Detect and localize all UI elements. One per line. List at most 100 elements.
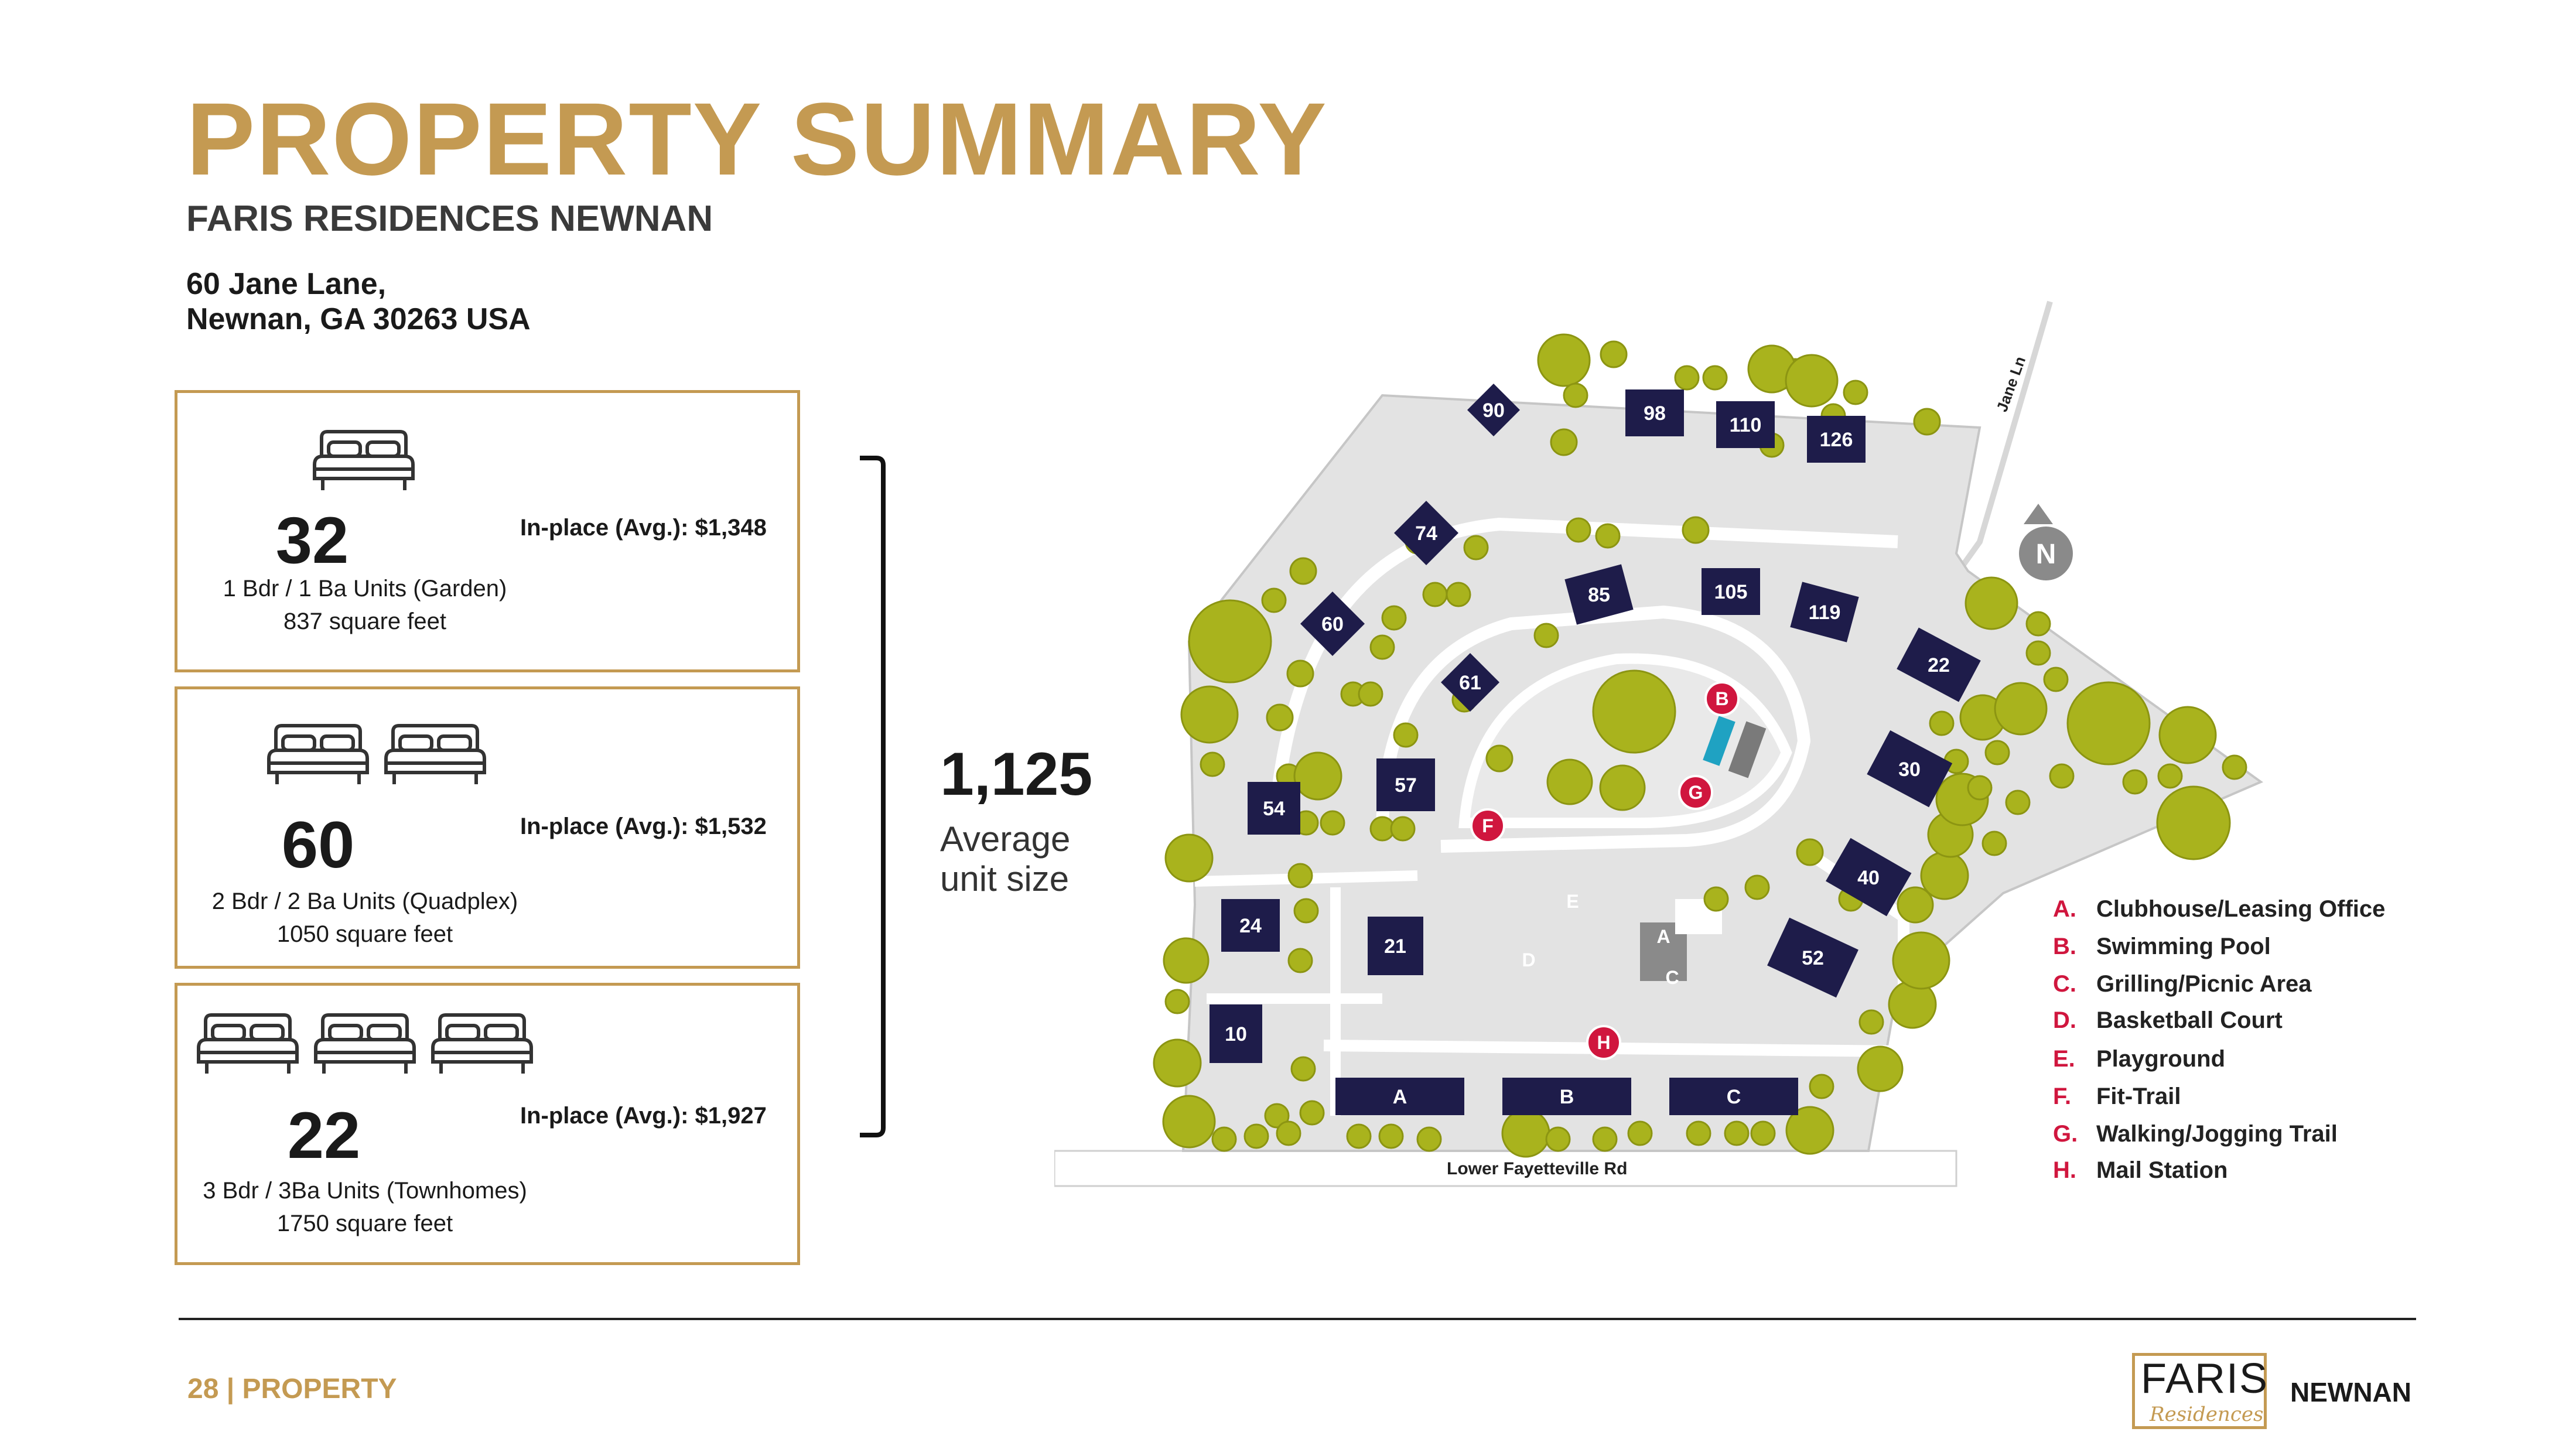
- unit-card-1bdr: 32 In-place (Avg.): $1,348 1 Bdr / 1 Ba …: [175, 390, 800, 672]
- page-title: PROPERTY SUMMARY: [186, 82, 1328, 197]
- page-number-label: 28 | PROPERTY: [187, 1373, 397, 1404]
- svg-text:30: 30: [1898, 758, 1921, 781]
- legend-item: D.Basketball Court: [2053, 1007, 2283, 1033]
- legend-item: G.Walking/Jogging Trail: [2053, 1121, 2338, 1147]
- bed-icon: [313, 430, 415, 490]
- svg-text:98: 98: [1644, 402, 1666, 425]
- svg-text:40: 40: [1857, 867, 1880, 889]
- svg-text:10: 10: [1225, 1023, 1247, 1045]
- svg-text:105: 105: [1714, 581, 1748, 603]
- svg-text:90: 90: [1482, 399, 1505, 422]
- marker-g: [1678, 775, 1713, 810]
- svg-text:E: E: [1566, 891, 1579, 912]
- unit-price: In-place (Avg.): $1,927: [520, 1103, 767, 1129]
- svg-text:22: 22: [1928, 654, 1950, 676]
- svg-text:A: A: [1656, 926, 1670, 947]
- pool: [1703, 716, 1735, 766]
- address-line-1: 60 Jane Lane,: [186, 267, 387, 301]
- unit-size: 1750 square feet: [276, 1211, 453, 1236]
- logo-location: NEWNAN: [2290, 1377, 2411, 1407]
- building-61: [1441, 653, 1499, 712]
- building-119: [1790, 582, 1859, 643]
- building-110: [1716, 401, 1775, 448]
- svg-text:A: A: [1393, 1086, 1407, 1108]
- building-24: [1221, 899, 1280, 952]
- average-label: Average: [940, 819, 1071, 859]
- unit-count: 60: [281, 808, 355, 881]
- svg-text:85: 85: [1588, 584, 1610, 606]
- building-10: [1210, 1004, 1262, 1063]
- bed-icon: [384, 724, 486, 784]
- svg-text:F: F: [1482, 815, 1494, 836]
- building-markers: 90 98 110 126 74 60 85 105 119 22 61 54 …: [1210, 384, 1981, 1115]
- svg-text:110: 110: [1730, 414, 1762, 436]
- svg-text:24: 24: [1239, 915, 1262, 937]
- bed-icon: [267, 724, 369, 784]
- building-126: [1807, 416, 1866, 463]
- svg-text:52: 52: [1802, 947, 1824, 969]
- unit-size: 1050 square feet: [276, 921, 453, 947]
- svg-text:119: 119: [1809, 602, 1841, 624]
- footer-divider: [179, 1318, 2416, 1320]
- svg-text:D: D: [1522, 949, 1535, 970]
- building-A: [1335, 1078, 1464, 1115]
- unit-size: 837 square feet: [283, 609, 446, 634]
- svg-text:61: 61: [1459, 672, 1481, 694]
- unit-size-label: unit size: [940, 859, 1070, 898]
- building-105: [1702, 568, 1760, 615]
- building-90: [1467, 384, 1520, 436]
- north-arrow-icon: N: [2019, 504, 2073, 580]
- svg-text:C: C: [1727, 1086, 1741, 1108]
- logo-sub-text: Residences: [2150, 1403, 2264, 1426]
- building-57: [1376, 758, 1435, 811]
- unit-card-3bdr: 22 In-place (Avg.): $1,927 3 Bdr / 3Ba U…: [175, 983, 800, 1265]
- property-name: FARIS RESIDENCES NEWNAN: [186, 199, 713, 239]
- svg-text:B: B: [1715, 688, 1728, 709]
- unit-description: 3 Bdr / 3Ba Units (Townhomes): [203, 1178, 527, 1204]
- svg-text:57: 57: [1395, 774, 1417, 797]
- svg-text:74: 74: [1415, 522, 1437, 545]
- svg-text:N: N: [2036, 539, 2056, 570]
- svg-text:21: 21: [1384, 935, 1406, 958]
- building-21: [1368, 917, 1423, 975]
- svg-text:126: 126: [1820, 429, 1853, 451]
- bed-icon: [314, 1013, 416, 1074]
- building-40: [1826, 838, 1912, 917]
- address-line-2: Newnan, GA 30263 USA: [186, 302, 531, 336]
- amenity-markers: A B C D E F G H: [1470, 681, 1740, 1060]
- legend-item: E.Playground: [2053, 1046, 2226, 1072]
- svg-text:G: G: [1689, 782, 1703, 803]
- unit-count: 22: [287, 1099, 361, 1172]
- building-30: [1867, 730, 1953, 808]
- building-85: [1564, 564, 1634, 625]
- svg-text:H: H: [1597, 1032, 1610, 1053]
- svg-text:54: 54: [1263, 798, 1285, 820]
- bed-icon: [197, 1013, 299, 1074]
- svg-text:60: 60: [1321, 613, 1344, 635]
- legend-item: H.Mail Station: [2053, 1157, 2228, 1183]
- faris-logo: [2132, 1353, 2267, 1429]
- building-60: [1300, 592, 1365, 656]
- legend-item: A.Clubhouse/Leasing Office: [2053, 896, 2386, 922]
- unit-description: 2 Bdr / 2 Ba Units (Quadplex): [211, 888, 518, 914]
- marker-f: [1470, 808, 1505, 843]
- logo-main-text: FARIS: [2141, 1355, 2269, 1402]
- average-unit-size-value: 1,125: [940, 740, 1093, 808]
- unit-card-2bdr: 60 In-place (Avg.): $1,532 2 Bdr / 2 Ba …: [175, 686, 800, 969]
- tree-icons: [1153, 333, 2247, 1158]
- marker-b: [1704, 681, 1740, 716]
- unit-count: 32: [275, 504, 349, 577]
- bracket-icon: [860, 456, 886, 1137]
- unit-description: 1 Bdr / 1 Ba Units (Garden): [223, 576, 507, 602]
- legend-item: C.Grilling/Picnic Area: [2053, 971, 2312, 997]
- legend-item: B.Swimming Pool: [2053, 934, 2271, 959]
- svg-text:C: C: [1665, 967, 1679, 988]
- building-C: [1669, 1078, 1798, 1115]
- marker-h: [1586, 1025, 1621, 1060]
- road-label-bottom: Lower Fayetteville Rd: [1447, 1159, 1627, 1178]
- unit-price: In-place (Avg.): $1,348: [520, 515, 767, 541]
- building-54: [1248, 782, 1300, 835]
- bed-icon: [431, 1013, 533, 1074]
- building-B: [1502, 1078, 1631, 1115]
- building-52: [1767, 917, 1858, 998]
